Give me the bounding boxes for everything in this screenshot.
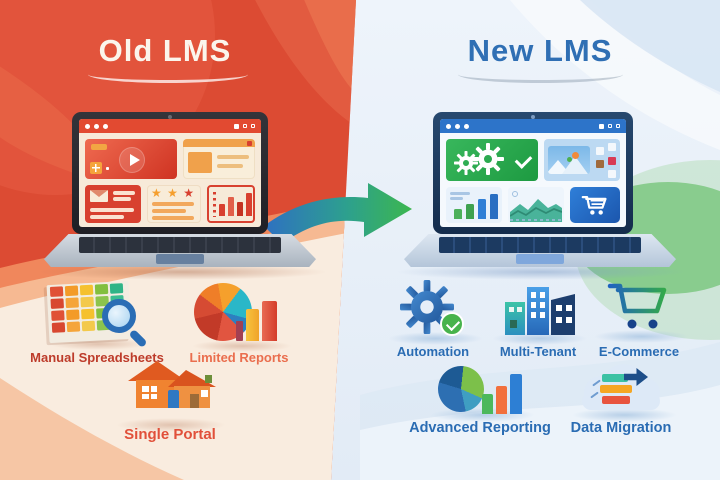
new-settings-card <box>446 139 538 181</box>
titlebar-dot <box>455 123 460 129</box>
feature-label-manual-spreadsheets: Manual Spreadsheets <box>30 350 164 365</box>
titlebar-dot <box>446 123 451 129</box>
play-button-icon <box>119 147 145 173</box>
icon-shadow <box>388 332 483 345</box>
star-rating-icon: ★ ★ ★ <box>151 186 195 200</box>
check-circle-icon <box>440 312 464 336</box>
magnifier-icon <box>102 299 136 333</box>
check-icon <box>514 151 533 169</box>
new-bar-chart-card <box>446 187 502 223</box>
feature-label-ecommerce: E-Commerce <box>598 344 680 359</box>
titlebar-dot <box>94 123 99 129</box>
old-lms-title: Old LMS <box>98 33 232 68</box>
gear-check-icon <box>400 280 470 342</box>
feature-label-data-migration: Data Migration <box>570 420 672 436</box>
titlebar-dot <box>464 123 469 129</box>
pie-bar-chart-icon <box>189 278 292 347</box>
old-video-player-card <box>85 139 177 179</box>
spreadsheet-magnifier-icon <box>46 280 150 349</box>
new-title-underline <box>458 66 623 83</box>
close-icon <box>616 124 620 128</box>
old-rating-card: ★ ★ ★ <box>147 185 201 223</box>
icon-shadow <box>594 330 689 343</box>
old-laptop-trackpad <box>155 254 205 265</box>
new-laptop-shadow <box>396 264 688 280</box>
minimize-icon <box>599 123 604 129</box>
new-area-chart-card <box>508 187 564 223</box>
envelope-icon <box>90 190 108 202</box>
icon-shadow <box>572 408 677 422</box>
image-thumbnail <box>548 146 590 174</box>
old-browser-titlebar <box>79 119 261 133</box>
label-pill <box>91 144 107 150</box>
maximize-icon <box>243 124 247 128</box>
buildings-icon <box>502 280 578 340</box>
new-browser-titlebar <box>440 119 626 133</box>
new-lms-title: New LMS <box>467 33 613 68</box>
feature-label-multi-tenant: Multi-Tenant <box>499 344 577 359</box>
area-chart <box>510 199 562 222</box>
minimize-icon <box>234 123 239 129</box>
icon-shadow <box>192 340 292 352</box>
new-laptop-webcam <box>531 114 535 119</box>
feature-label-advanced-reporting: Advanced Reporting <box>409 420 551 436</box>
old-laptop-screen: ★ ★ ★ <box>79 119 261 227</box>
icon-shadow <box>492 332 587 345</box>
old-laptop-shadow <box>36 264 328 280</box>
titlebar-dot <box>85 123 90 129</box>
old-mail-card <box>85 185 141 223</box>
new-laptop-screen <box>440 119 626 227</box>
old-bar-chart-card <box>207 185 255 223</box>
curved-arrow-right-icon <box>264 183 412 244</box>
grid-chip-icon <box>90 162 102 174</box>
feature-label-automation: Automation <box>396 344 470 359</box>
new-laptop-keyboard <box>439 236 641 254</box>
shopping-cart-icon <box>581 196 607 215</box>
cloud-migration-icon <box>578 360 666 418</box>
old-form-card <box>183 139 255 179</box>
feature-label-single-portal: Single Portal <box>124 426 216 443</box>
new-laptop-base <box>404 234 676 267</box>
pie-chart <box>435 363 487 415</box>
maximize-icon <box>608 124 612 128</box>
titlebar-dot <box>103 123 108 129</box>
pie-bars-icon <box>435 360 524 418</box>
old-laptop-webcam <box>168 114 172 119</box>
shopping-cart-icon <box>606 280 672 336</box>
new-laptop-trackpad <box>515 254 565 265</box>
old-laptop-base <box>44 234 316 267</box>
old-title-underline <box>88 66 248 83</box>
new-ecommerce-card <box>570 187 620 223</box>
window-controls <box>234 123 255 129</box>
old-laptop-keyboard <box>79 236 281 254</box>
new-media-card <box>544 139 620 181</box>
gear-icon <box>472 143 504 175</box>
close-icon <box>251 124 255 128</box>
feature-label-limited-reports: Limited Reports <box>189 350 289 365</box>
house-icon <box>122 354 222 418</box>
window-controls <box>599 123 620 129</box>
icon-shadow <box>116 418 226 432</box>
